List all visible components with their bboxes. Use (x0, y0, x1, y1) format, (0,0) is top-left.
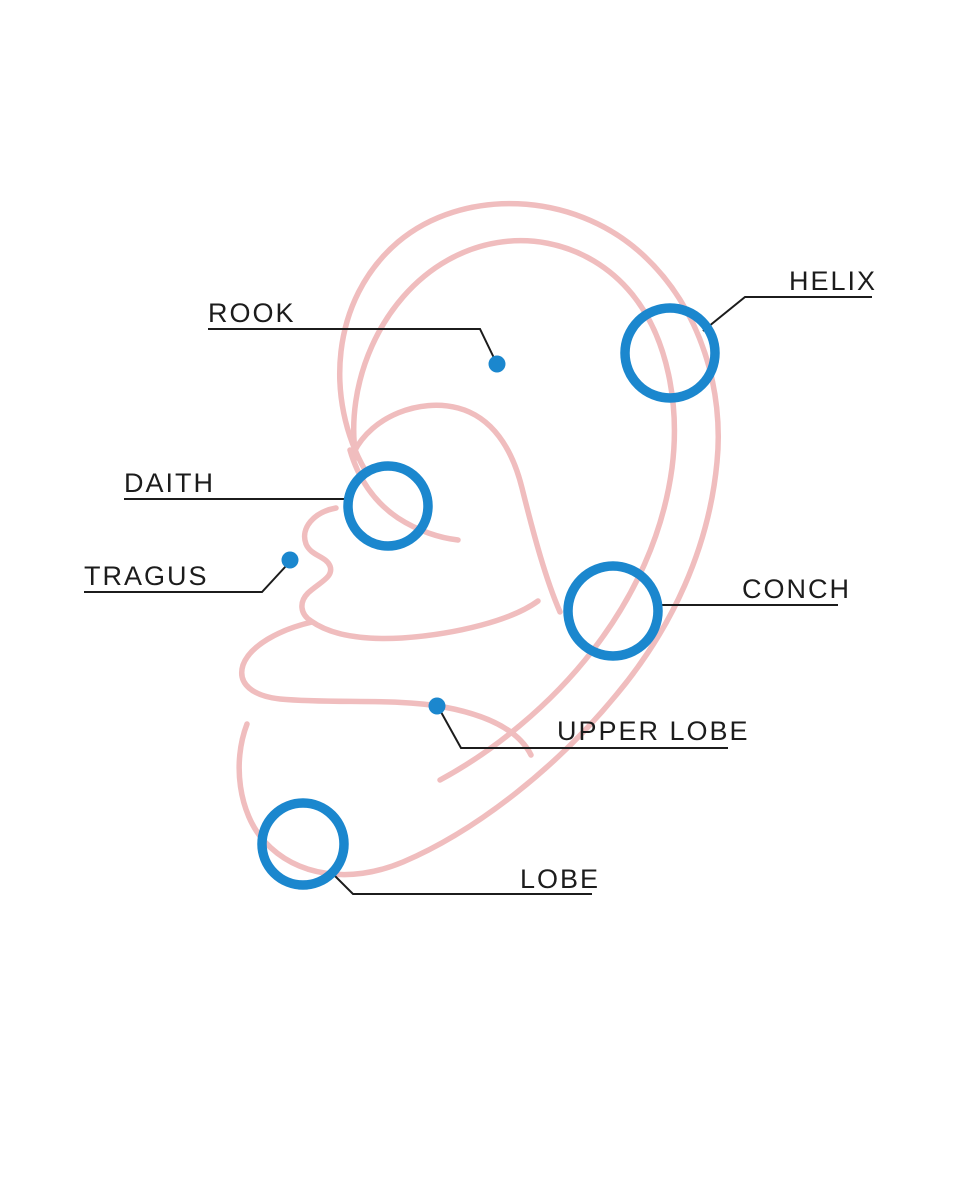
upper-lobe-dot-marker (428, 697, 446, 715)
ear-outer-contour (236, 200, 721, 878)
helix-ring-marker (620, 303, 720, 403)
leader-lobe (331, 872, 592, 895)
label-lobe: LOBE (520, 864, 600, 894)
labels: HELIX ROOK DAITH TRAGUS CONCH UPPER LOBE… (84, 266, 877, 894)
label-helix: HELIX (789, 266, 877, 296)
ear-inner-helix-ridge (350, 238, 678, 783)
label-conch: CONCH (742, 574, 851, 604)
label-daith: DAITH (124, 468, 215, 498)
dot-markers (281, 355, 506, 715)
ring-markers (257, 303, 720, 890)
leader-tragus (84, 565, 287, 593)
conch-ring-marker (563, 561, 663, 661)
ear-antihelix-ridge (351, 402, 563, 615)
ear-outline (236, 200, 721, 878)
ear-lobe-inner-line (239, 619, 534, 758)
label-rook: ROOK (208, 298, 296, 328)
ear-crus-of-helix (347, 447, 461, 543)
leader-lines (84, 296, 872, 895)
leader-upper-lobe (440, 711, 728, 749)
tragus-dot-marker (281, 551, 299, 569)
rook-dot-marker (488, 355, 506, 373)
ear-tragus-line (299, 505, 541, 642)
label-tragus: TRAGUS (84, 561, 209, 591)
lobe-ring-marker (257, 798, 349, 890)
leader-helix (702, 296, 872, 332)
label-upper-lobe: UPPER LOBE (557, 716, 750, 746)
daith-ring-marker (343, 461, 433, 551)
leader-rook (208, 328, 495, 359)
